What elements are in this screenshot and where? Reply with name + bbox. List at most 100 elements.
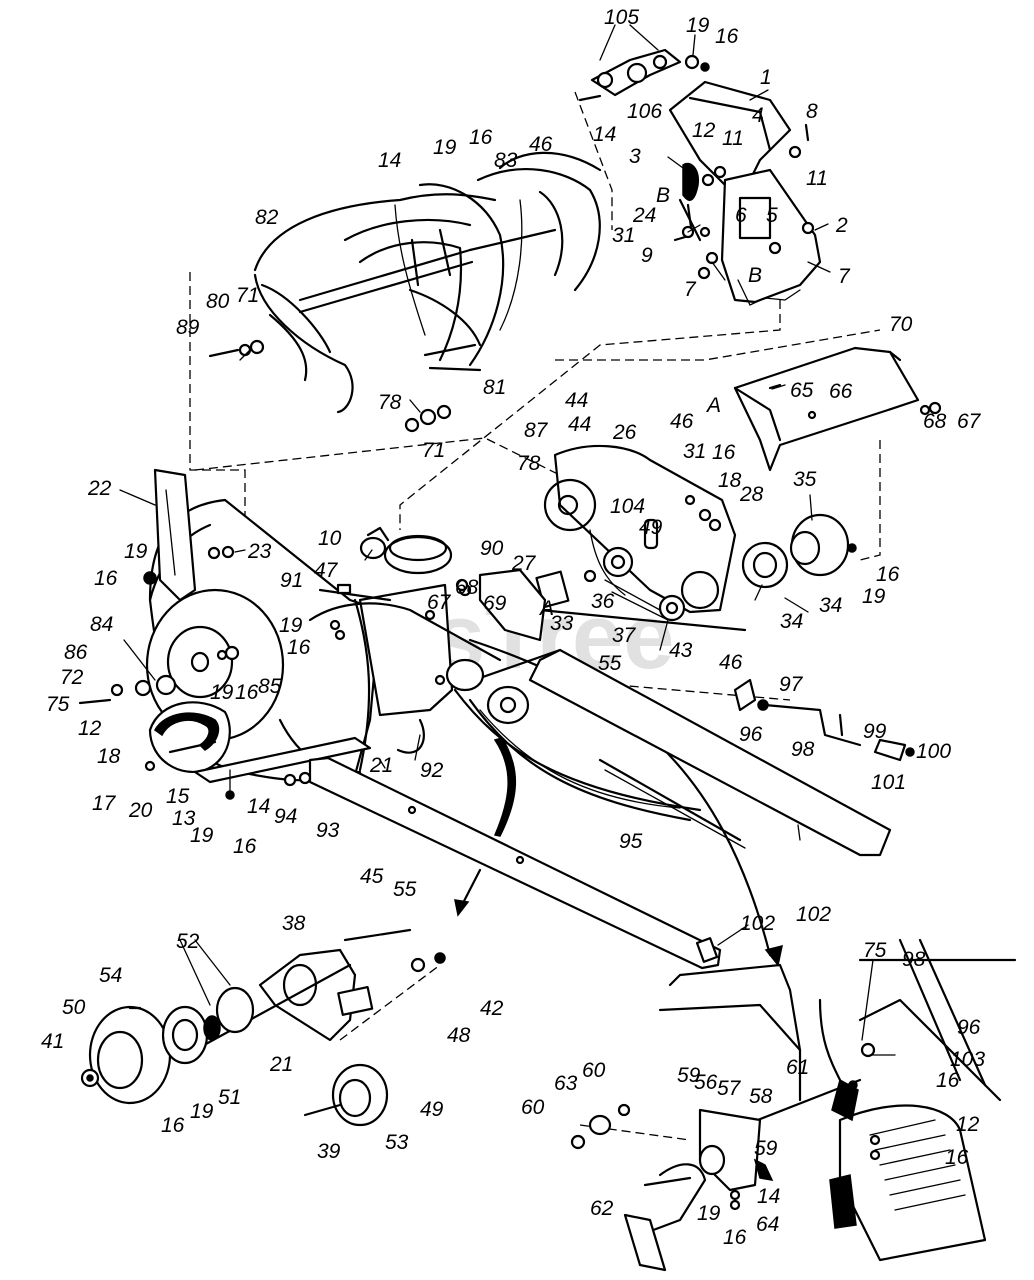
- callout-31: 31: [612, 224, 635, 247]
- callout-58: 58: [749, 1085, 773, 1108]
- callout-72: 72: [60, 666, 84, 689]
- callout-23: 23: [247, 540, 272, 563]
- leader-lines: [119, 24, 896, 1056]
- callout-17: 17: [92, 792, 117, 815]
- callout-78b: 78: [517, 452, 541, 475]
- callout-39: 39: [317, 1140, 341, 1163]
- callout-36: 36: [591, 590, 615, 613]
- callout-78: 78: [378, 391, 402, 414]
- callout-93: 93: [316, 819, 340, 842]
- callout-15: 15: [166, 785, 190, 808]
- callout-68: 68: [923, 410, 947, 433]
- callout-59b: 59: [754, 1137, 778, 1160]
- sprocket-cover: [543, 444, 737, 614]
- callout-51: 51: [218, 1086, 241, 1109]
- callout-59: 59: [677, 1064, 701, 1087]
- mounting-bracket: [455, 568, 547, 642]
- callout-54: 54: [99, 964, 122, 987]
- callout-labels: 105 19 16 1 106 14 8 4 12 11 3 11 B 24 6…: [41, 6, 985, 1249]
- label-a-bottom: A: [538, 597, 554, 620]
- callout-69: 69: [483, 592, 507, 615]
- callout-42: 42: [480, 997, 504, 1020]
- callout-44: 44: [565, 389, 588, 412]
- callout-18b: 18: [97, 745, 121, 768]
- callout-33: 33: [550, 612, 574, 635]
- callout-47: 47: [314, 559, 339, 582]
- callout-45: 45: [360, 865, 384, 888]
- callout-97: 97: [779, 673, 804, 696]
- callout-55b: 55: [393, 878, 417, 901]
- side-plate: [143, 468, 197, 602]
- callout-13: 13: [172, 807, 196, 830]
- callout-2: 2: [835, 214, 848, 237]
- callout-14c: 14: [247, 795, 270, 818]
- shift-linkage: [733, 678, 915, 762]
- callout-71b: 71: [422, 439, 445, 462]
- callout-14d: 14: [757, 1185, 780, 1208]
- callout-16g: 16: [235, 681, 259, 704]
- callout-60a: 60: [582, 1059, 606, 1082]
- callout-21b: 21: [269, 1053, 293, 1076]
- callout-80: 80: [206, 290, 230, 313]
- callout-19c: 19: [124, 540, 148, 563]
- callout-7a: 7: [684, 278, 697, 301]
- callout-31b: 31: [683, 440, 706, 463]
- callout-11b: 11: [806, 167, 828, 190]
- callout-62: 62: [590, 1197, 614, 1220]
- callout-52: 52: [176, 930, 200, 953]
- callout-92: 92: [420, 759, 444, 782]
- callout-53: 53: [385, 1131, 409, 1154]
- callout-89: 89: [176, 316, 200, 339]
- callout-106: 106: [627, 100, 662, 123]
- bearing-flanges: [741, 513, 857, 589]
- callout-19i: 19: [697, 1202, 721, 1225]
- callout-50: 50: [62, 996, 86, 1019]
- callout-46b: 46: [670, 410, 694, 433]
- callout-67: 67: [957, 410, 982, 433]
- callout-96b: 96: [957, 1016, 981, 1039]
- callout-16: 16: [715, 25, 739, 48]
- callout-86: 86: [64, 641, 88, 664]
- callout-11: 11: [722, 127, 744, 150]
- callout-70: 70: [889, 313, 913, 336]
- callout-103: 103: [950, 1048, 985, 1071]
- callout-95: 95: [619, 830, 643, 853]
- callout-100: 100: [916, 740, 951, 763]
- callout-35: 35: [793, 468, 817, 491]
- callout-44b: 44: [568, 413, 591, 436]
- callout-46: 46: [529, 133, 553, 156]
- callout-16c: 16: [712, 441, 736, 464]
- callout-22: 22: [87, 477, 112, 500]
- callout-16d: 16: [94, 567, 118, 590]
- callout-16h: 16: [233, 835, 257, 858]
- callout-24: 24: [632, 204, 656, 227]
- auger-assembly: [253, 151, 602, 414]
- callout-101: 101: [871, 771, 906, 794]
- callout-94: 94: [274, 805, 297, 828]
- callout-28: 28: [739, 483, 764, 506]
- label-b-top: B: [656, 184, 670, 207]
- chute-bracket: [578, 48, 710, 102]
- callout-85: 85: [258, 675, 282, 698]
- label-b-bottom: B: [748, 264, 762, 287]
- lower-frame-bar: [193, 736, 372, 800]
- callout-16b: 16: [469, 126, 493, 149]
- callout-105: 105: [604, 6, 639, 29]
- callout-96: 96: [739, 723, 763, 746]
- callout-1: 1: [760, 66, 772, 89]
- callout-91: 91: [280, 569, 303, 592]
- callout-16f: 16: [287, 636, 311, 659]
- callout-90: 90: [480, 537, 504, 560]
- callout-75: 75: [46, 693, 70, 716]
- drive-housing: [733, 346, 942, 472]
- left-hardware: [78, 545, 240, 772]
- detail-arrows: [454, 868, 482, 917]
- callout-83: 83: [494, 149, 518, 172]
- callout-21: 21: [369, 754, 393, 777]
- callout-49b: 49: [420, 1098, 444, 1121]
- callout-102b: 102: [740, 912, 775, 935]
- tractor-mount-detail: [570, 938, 1017, 1272]
- callout-10: 10: [318, 527, 342, 550]
- callout-18: 18: [718, 469, 742, 492]
